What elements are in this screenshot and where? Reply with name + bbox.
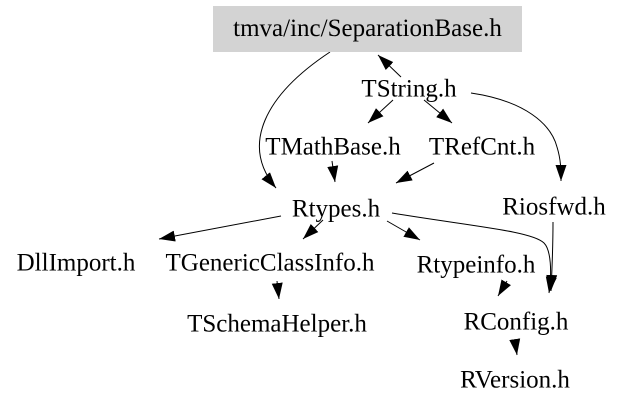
node-dllimport[interactable]: DllImport.h [16, 249, 136, 277]
edge-rtypes-to-rtypeinfo [386, 220, 421, 241]
edge-riosfwd-to-rconfig [546, 221, 558, 292]
edge-rconfig-to-rversion [509, 338, 521, 356]
edge-tstring-to-separationbase [377, 54, 402, 78]
edge-tstring-to-riosfwd [470, 92, 567, 182]
edge-rtypeinfo-to-rconfig [497, 279, 511, 297]
node-tstring[interactable]: TString.h [361, 75, 457, 103]
node-rtypes[interactable]: Rtypes.h [291, 195, 381, 223]
edge-rtypes-to-tgenericclassinfo [302, 219, 324, 240]
node-rtypeinfo[interactable]: Rtypeinfo.h [416, 251, 536, 279]
edge-tstring-to-trefcnt [423, 99, 453, 124]
node-rversion[interactable]: RVersion.h [460, 366, 570, 394]
node-separationbase: tmva/inc/SeparationBase.h [213, 6, 522, 52]
edge-rtypes-to-dllimport [158, 215, 282, 242]
node-rconfig[interactable]: RConfig.h [463, 308, 569, 336]
edge-tmathbase-to-rtypes [327, 160, 339, 183]
edge-trefcnt-to-rtypes [395, 162, 435, 184]
node-riosfwd[interactable]: Riosfwd.h [502, 193, 606, 221]
edge-separationbase-to-rtypes [259, 51, 331, 189]
node-tschemahelper[interactable]: TSchemaHelper.h [187, 310, 367, 338]
edge-tstring-to-tmathbase [367, 99, 394, 124]
edge-tgenericclassinfo-to-tschemahelper [271, 280, 283, 300]
node-tgenericclassinfo[interactable]: TGenericClassInfo.h [165, 249, 375, 277]
node-tmathbase[interactable]: TMathBase.h [265, 133, 401, 161]
node-trefcnt[interactable]: TRefCnt.h [428, 133, 536, 161]
edge-rtypes-to-rconfig [391, 212, 557, 294]
